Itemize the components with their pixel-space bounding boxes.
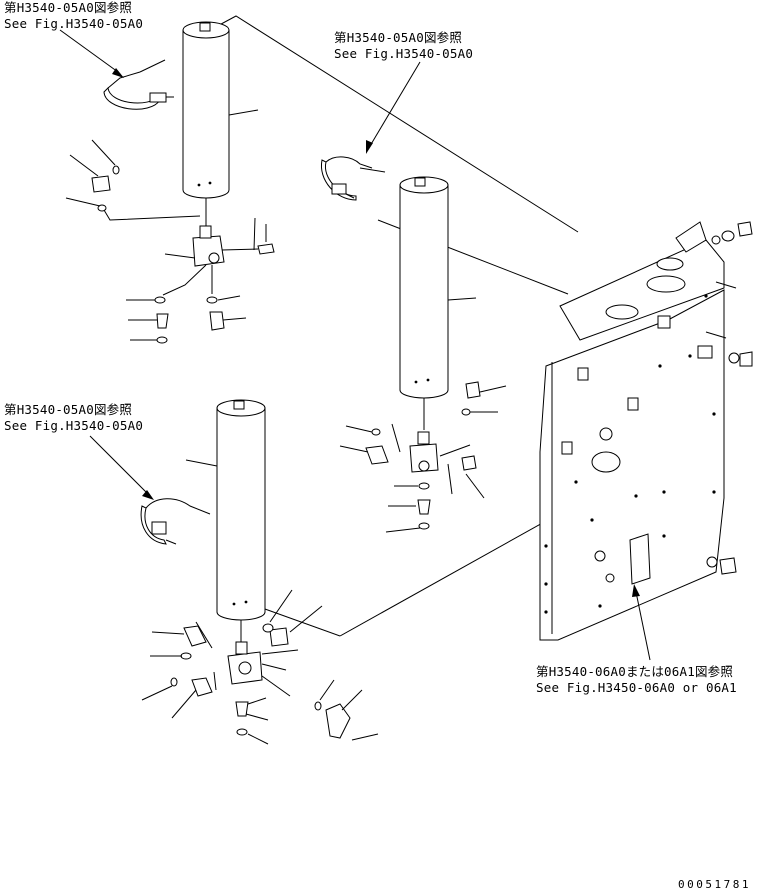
mounting-bracket	[539, 221, 725, 641]
callout-lines-2	[339, 385, 507, 533]
clamp-band-3	[140, 498, 211, 545]
reference-jp: 第H3540-05A0図参照	[4, 402, 133, 417]
clamp-band-2	[320, 156, 386, 201]
valve-block-2	[365, 381, 481, 530]
callout-lines-3	[141, 589, 379, 745]
reference-note-top-left: 第H3540-05A0図参照 See Fig.H3540-05A0	[4, 0, 143, 32]
reference-jp: 第H3540-05A0図参照	[4, 0, 133, 15]
valve-block-3	[170, 623, 351, 739]
reference-jp: 第H3540-06A0または06A1図参照	[536, 664, 734, 679]
reference-en: See Fig.H3450-06A0 or 06A1	[536, 680, 737, 695]
reference-en: See Fig.H3540-05A0	[4, 16, 144, 31]
reference-arrows	[59, 29, 651, 661]
filter-cylinder-2	[399, 176, 477, 430]
reference-en: See Fig.H3540-05A0	[4, 418, 144, 433]
document-number: 00051781	[678, 878, 751, 891]
reference-note-bottom-right: 第H3540-06A0または06A1図参照 See Fig.H3450-06A0…	[536, 664, 737, 696]
reference-note-top-middle: 第H3540-05A0図参照 See Fig.H3540-05A0	[334, 30, 473, 62]
clamp-band-1	[103, 59, 174, 110]
reference-note-mid-left: 第H3540-05A0図参照 See Fig.H3540-05A0	[4, 402, 143, 434]
valve-block-1	[91, 165, 275, 344]
reference-en: See Fig.H3540-05A0	[334, 46, 474, 61]
callout-lines-1	[65, 139, 267, 341]
reference-jp: 第H3540-05A0図参照	[334, 30, 463, 45]
filter-cylinder-3	[185, 399, 266, 650]
nuts-and-washers	[705, 221, 753, 575]
filter-cylinder-1	[182, 21, 259, 230]
